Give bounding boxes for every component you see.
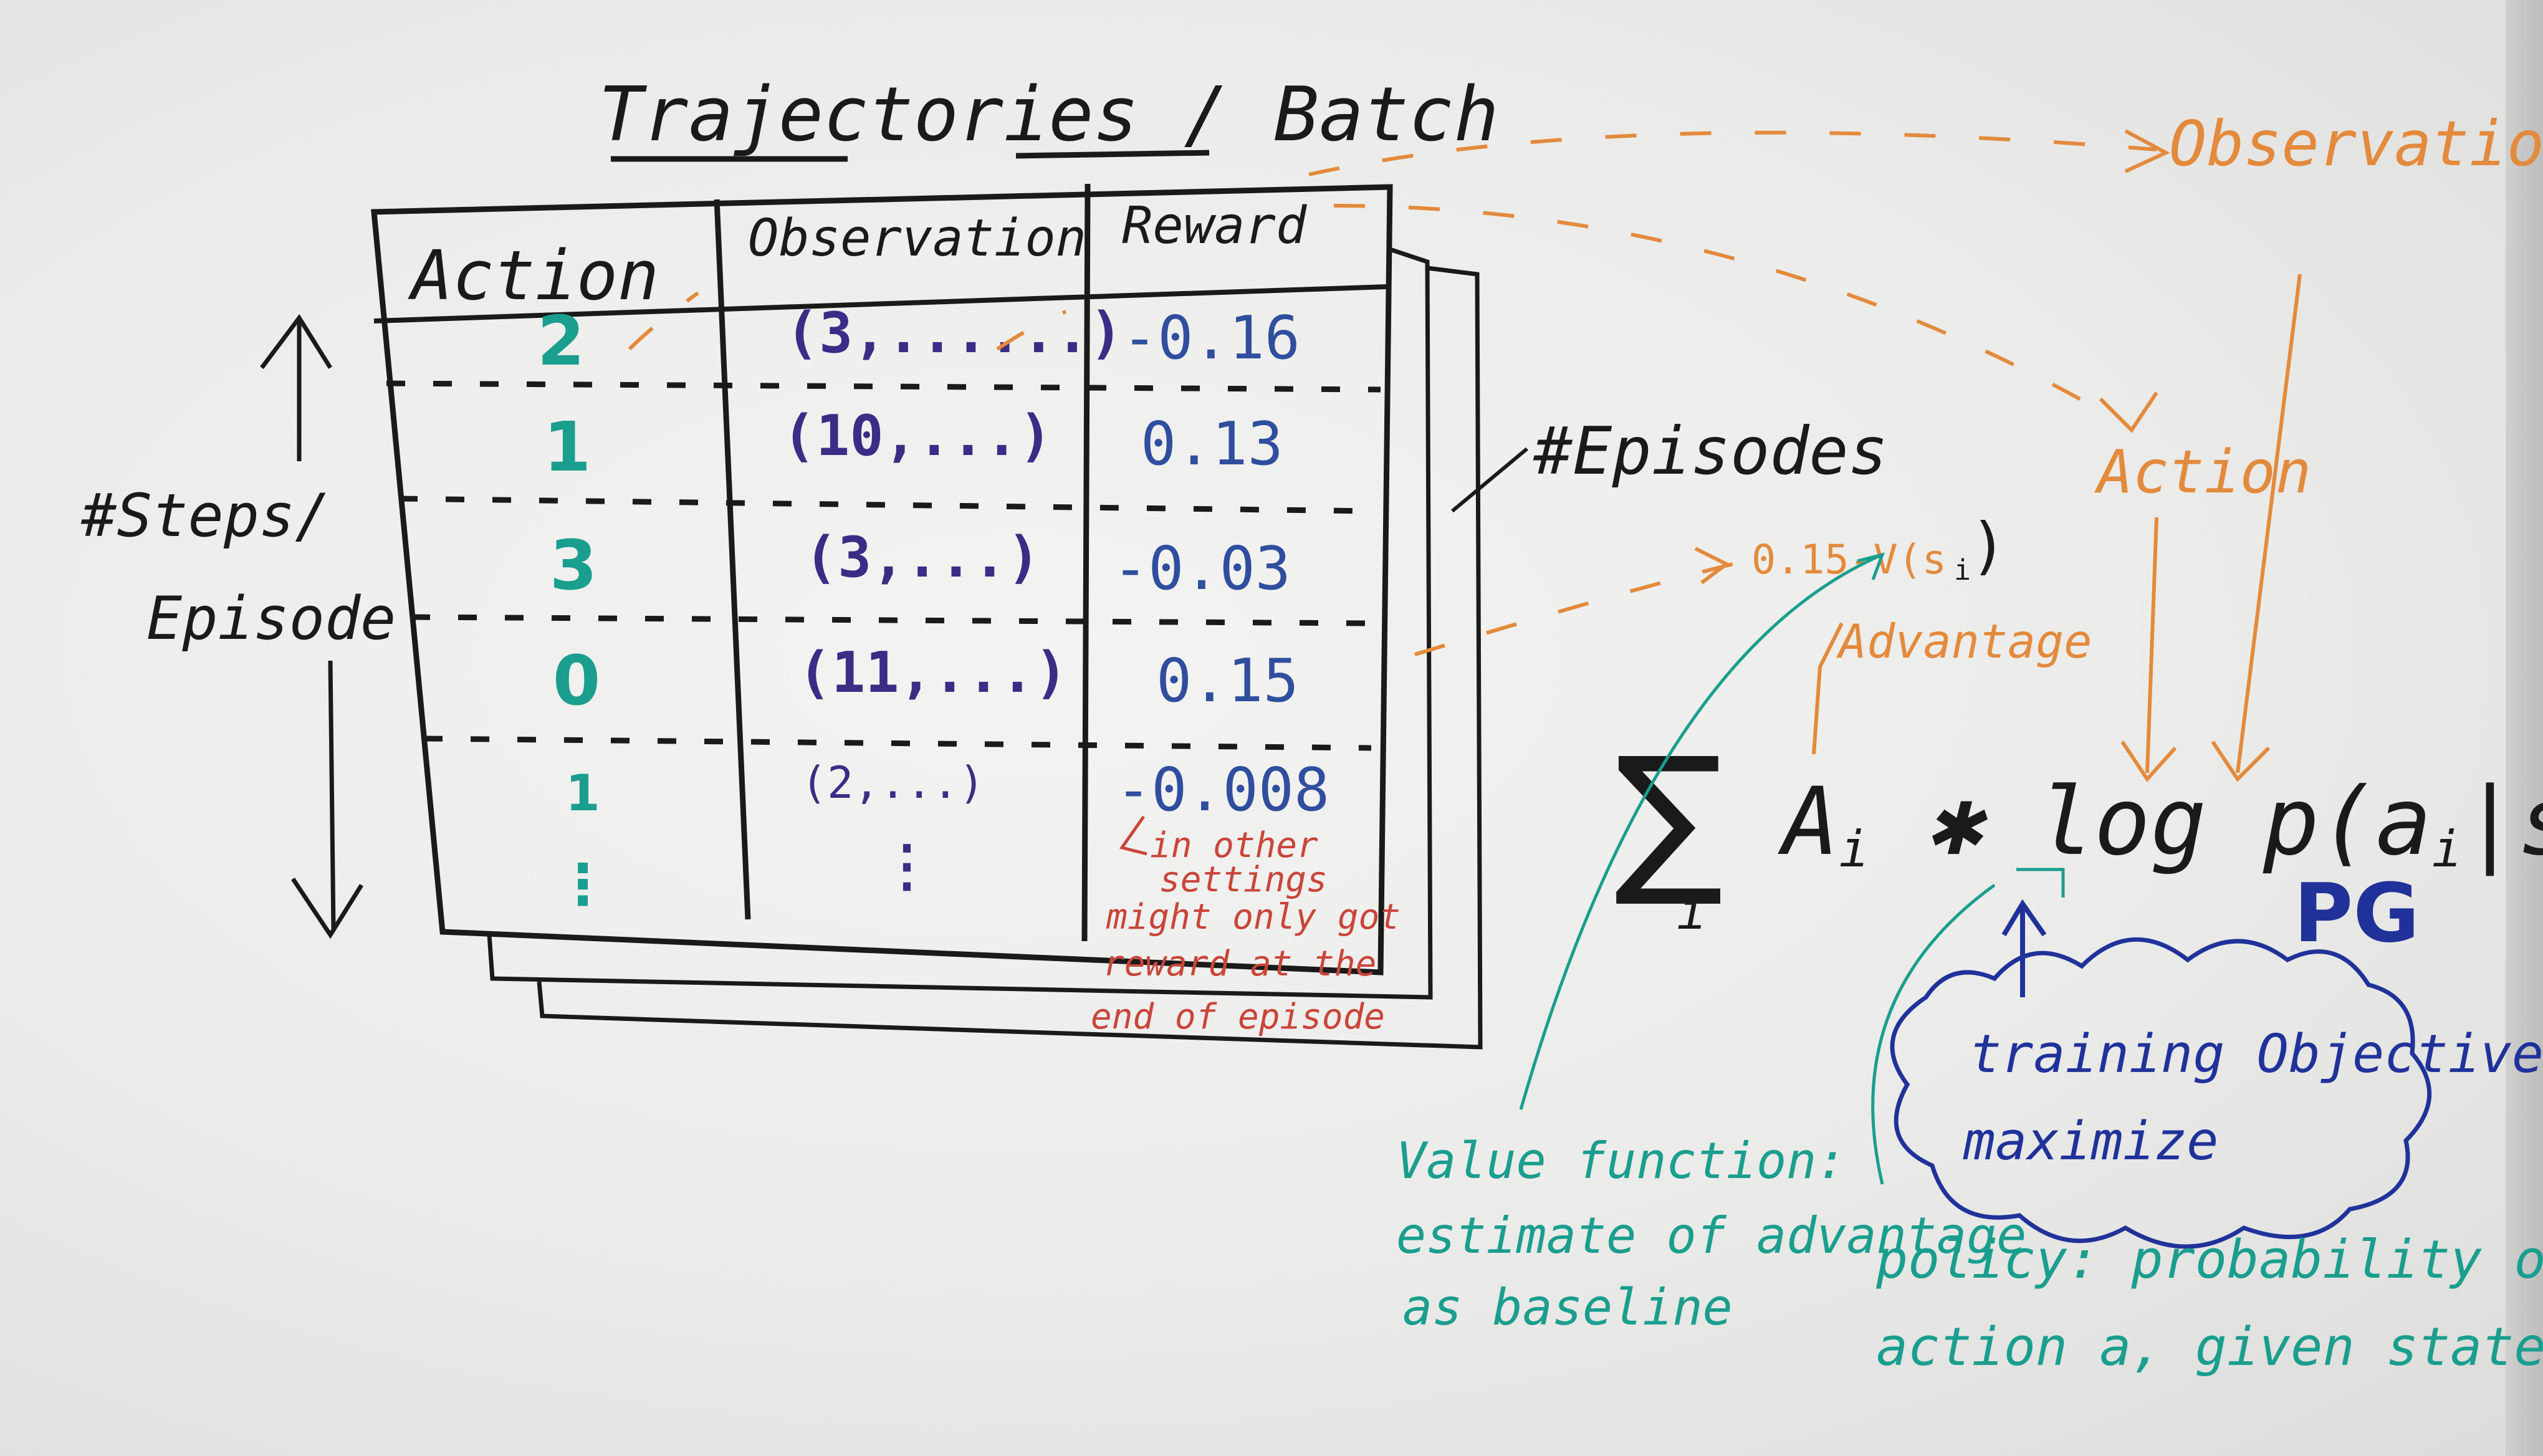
- value-function-note: Value function: estimate of advantage as…: [1396, 1132, 2026, 1336]
- cell-observation: (2,...): [801, 757, 985, 808]
- header-observation: Observation: [748, 209, 1086, 268]
- cell-observation: (3,......): [785, 300, 1123, 366]
- episodes-label: #Episodes: [1533, 413, 1888, 489]
- arrow-head-value: [1694, 547, 1730, 585]
- cell-reward: -0.16: [1122, 304, 1300, 373]
- value-term-close: ): [1970, 509, 2007, 582]
- pg-label: PG: [2294, 866, 2420, 960]
- svg-text:policy: probability of: policy: probability of: [1875, 1229, 2543, 1291]
- observation-column: (3,......) (10,...) (3,...) (11,...) (2,…: [782, 300, 1123, 899]
- teal-links: [1519, 552, 2065, 1185]
- advantage-label: Advantage: [1836, 614, 2092, 669]
- arrow-head-action: [2099, 391, 2158, 433]
- column-divider-1: [714, 199, 751, 920]
- cell-reward: -0.03: [1113, 535, 1291, 603]
- episode-label: Episode: [146, 585, 396, 653]
- observation-label: Observation: [2169, 107, 2543, 180]
- cell-action: 1: [544, 407, 591, 487]
- pg-arrow: [2001, 899, 2047, 997]
- cell-observation: (11,...): [798, 640, 1068, 706]
- cell-observation-ellipsis: ⋮: [879, 833, 935, 899]
- row-separators: [386, 380, 1381, 751]
- column-divider-2: [1081, 183, 1091, 942]
- policy-note: policy: probability of action a, given s…: [1875, 1229, 2543, 1378]
- orange-solid-arrows: [1812, 274, 2302, 782]
- table-frame: [371, 184, 1393, 975]
- formula-sum-index: i: [1677, 883, 1707, 941]
- svg-text:estimate of advantage: estimate of advantage: [1396, 1207, 2026, 1265]
- svg-text:Value function:: Value function:: [1396, 1132, 1846, 1190]
- objective-cloud: [1890, 937, 2432, 1249]
- back-sheet-1: [487, 247, 1433, 1000]
- episodes-pointer: [1451, 447, 1528, 513]
- cloud-line-1: training Objective: [1970, 1023, 2543, 1085]
- steps-label: #Steps/: [80, 482, 330, 550]
- svg-text:end of episode: end of episode: [1091, 997, 1385, 1037]
- steps-arrow: [260, 314, 363, 939]
- arrow-head-observation: [2124, 129, 2170, 173]
- svg-text:action a, given state s: action a, given state s: [1876, 1316, 2543, 1378]
- cell-action-ellipsis: ⋮: [555, 852, 611, 917]
- cell-action: 2: [537, 301, 585, 381]
- header-reward: Reward: [1122, 196, 1308, 256]
- cell-reward: 0.15: [1156, 647, 1299, 716]
- cell-observation: (3,...): [804, 525, 1040, 590]
- orange-dashed-arrows: [628, 130, 2157, 656]
- note-arrow: [1119, 815, 1147, 856]
- whiteboard-edge: [2506, 0, 2543, 1456]
- formula-main: Ai ✱ log p(ai|si): [1778, 768, 2543, 878]
- reward-note: in other settings might only got reward …: [1091, 815, 1401, 1037]
- title: Trajectories / Batch: [598, 72, 1499, 158]
- header-separator: [373, 284, 1387, 323]
- cell-reward: -0.008: [1116, 756, 1329, 825]
- action-column: 2 1 3 0 1 ⋮: [537, 301, 611, 917]
- back-sheet-2: [537, 266, 1483, 1050]
- value-term: 0.15-V(s: [1751, 537, 1947, 583]
- header-action: Action: [408, 236, 659, 315]
- svg-text:as baseline: as baseline: [1402, 1278, 1733, 1336]
- svg-text:reward at the: reward at the: [1103, 944, 1376, 984]
- cell-action: 0: [553, 641, 601, 721]
- cell-reward: 0.13: [1141, 410, 1283, 479]
- reward-column: -0.16 0.13 -0.03 0.15 -0.008: [1113, 304, 1329, 825]
- cell-action: 3: [550, 525, 598, 605]
- svg-text:settings: settings: [1159, 860, 1328, 900]
- cell-action: 1: [565, 764, 600, 822]
- cell-observation: (10,...): [782, 403, 1052, 469]
- formula-sum: ∑: [1614, 723, 1723, 911]
- svg-text:in other: in other: [1150, 825, 1318, 866]
- value-term-sub: i: [1954, 553, 1971, 587]
- title-underline-2: [1015, 150, 1210, 159]
- svg-text:might only got: might only got: [1106, 897, 1401, 937]
- cloud-line-2: maximize: [1963, 1111, 2218, 1172]
